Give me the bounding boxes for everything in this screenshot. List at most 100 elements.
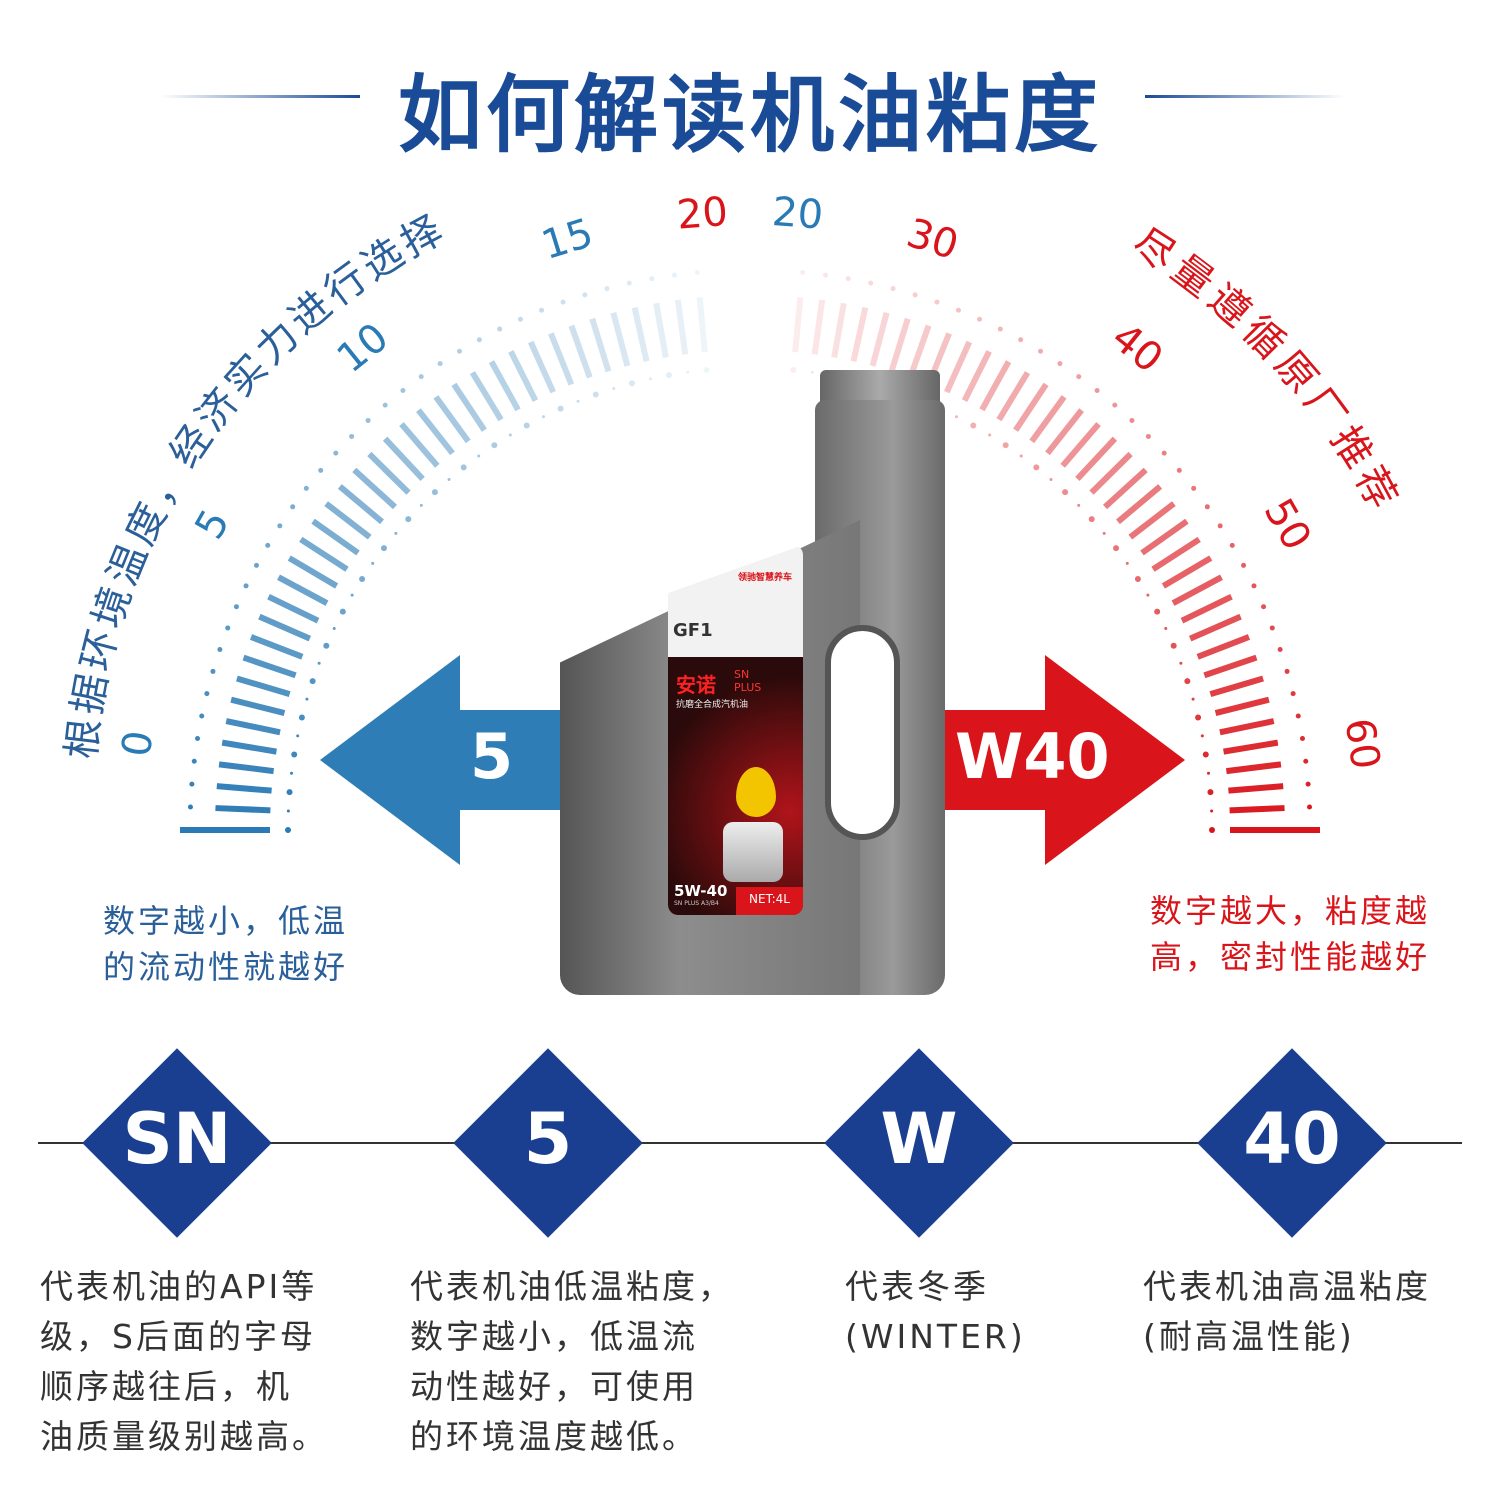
product-name: 安诺 — [676, 673, 716, 697]
gauge-dot — [210, 668, 216, 674]
gauge-dash — [790, 367, 797, 374]
gauge-tick — [230, 696, 286, 716]
gauge-dash — [628, 380, 635, 387]
gauge-tick — [888, 317, 911, 373]
right-scale-label: 20 — [675, 189, 729, 239]
gauge-tick — [277, 574, 329, 606]
gauge-dash — [394, 531, 398, 535]
gauge-dot — [382, 402, 388, 408]
left-arrow — [320, 655, 590, 865]
gauge-dot — [934, 299, 940, 305]
gauge-tick — [1116, 484, 1163, 525]
description-line: 代表机油高温粘度 — [1143, 1267, 1431, 1306]
gauge-dot — [671, 272, 677, 278]
gauge-dash — [296, 734, 300, 738]
gauge-dot — [539, 307, 545, 313]
right-note-line: 数字越大，粘度越 — [1150, 892, 1431, 930]
gauge-dot — [955, 307, 961, 313]
grade-1: SN — [734, 668, 750, 681]
gauge-tick — [631, 306, 650, 362]
gauge-dash — [380, 545, 387, 552]
gauge-tick — [242, 654, 297, 679]
gauge-tick — [869, 311, 890, 367]
gauge-dash — [298, 714, 305, 721]
gauge-dot — [649, 276, 655, 282]
gauge-tick — [1029, 395, 1067, 444]
gauge-tick — [944, 340, 973, 394]
gauge-dot — [1303, 758, 1309, 764]
gauge-tick — [267, 594, 320, 624]
gauge-tick — [1229, 805, 1285, 814]
gauge-dash — [1113, 545, 1120, 552]
gauge-dot — [187, 804, 193, 810]
bottle-handle-hole — [825, 625, 900, 840]
gauge-tick — [382, 436, 425, 481]
gauge-dot — [217, 647, 223, 653]
gauge-tick — [527, 340, 556, 394]
right-arrow-label: W40 — [955, 720, 1110, 793]
gauge-dash — [1049, 477, 1053, 481]
gauge-tick — [610, 311, 631, 367]
gauge-tick — [1140, 518, 1189, 556]
gauge-dot — [1307, 804, 1313, 810]
gauge-dot — [1112, 402, 1118, 408]
left-scale-label: 0 — [113, 728, 162, 760]
gauge-dash — [309, 678, 316, 685]
gauge-dash — [291, 751, 298, 758]
gauge-tick — [831, 302, 847, 358]
gauge-dash — [405, 516, 412, 523]
gauge-dash — [1002, 442, 1009, 449]
gauge-dot — [1129, 417, 1135, 423]
gauge-tick — [433, 395, 471, 444]
gauge-tick — [979, 360, 1012, 412]
gauge-dash — [1170, 642, 1177, 649]
title-line-right — [1145, 95, 1345, 98]
page-title: 如何解读机油粘度 — [397, 66, 1102, 164]
gauge-dash — [286, 809, 290, 813]
mascot-icon — [736, 767, 776, 817]
gauge-dash — [1102, 531, 1106, 535]
gauge-dash — [508, 433, 512, 437]
gauge-dot — [582, 292, 588, 298]
gauge-dot — [476, 337, 482, 343]
gauge-dot — [456, 348, 462, 354]
gauge-dot — [1076, 374, 1082, 380]
gauge-dash — [332, 627, 336, 631]
gauge-dash — [1062, 489, 1069, 496]
gauge-dot — [1299, 736, 1305, 742]
gauge-tick — [299, 536, 349, 572]
gauge-tick — [1223, 739, 1279, 755]
gauge-dash — [1019, 454, 1023, 458]
gauge-dash — [592, 391, 599, 398]
code-description: 代表冬季(WINTER) — [845, 1262, 1026, 1362]
description-line: 数字越小，低温流 — [410, 1317, 698, 1356]
gauge-dash — [1146, 593, 1150, 597]
gauge-tick — [416, 408, 455, 456]
gauge-dot — [189, 781, 195, 787]
gauge-dot — [1284, 668, 1290, 674]
left-scale-label: 10 — [329, 314, 397, 382]
gauge-tick — [850, 306, 869, 362]
gauge-dot — [845, 276, 851, 282]
gauge-dot — [1094, 388, 1100, 394]
gauge-tick — [1196, 634, 1251, 660]
gauge-tick — [1214, 696, 1270, 716]
gauge-tick — [1219, 718, 1275, 736]
gauge-tick — [367, 451, 411, 495]
gauge-tick — [1103, 467, 1148, 510]
gauge-tick — [221, 739, 277, 755]
gauge-dot — [517, 316, 523, 322]
gauge-tick — [1151, 536, 1201, 572]
gauge-tick — [225, 718, 281, 736]
gauge-tick — [218, 761, 274, 775]
gauge-dot — [318, 467, 324, 473]
gauge-tick — [1045, 408, 1084, 456]
gauge-tick — [258, 613, 312, 642]
gauge-tick — [399, 422, 440, 468]
gauge-dash — [810, 370, 814, 374]
gauge-tick — [1203, 654, 1258, 679]
gauge-dash — [339, 608, 346, 615]
viscosity-grade: 5W-40 — [674, 882, 728, 900]
gauge-dot — [1038, 348, 1044, 354]
gauge-dash — [1207, 771, 1211, 775]
